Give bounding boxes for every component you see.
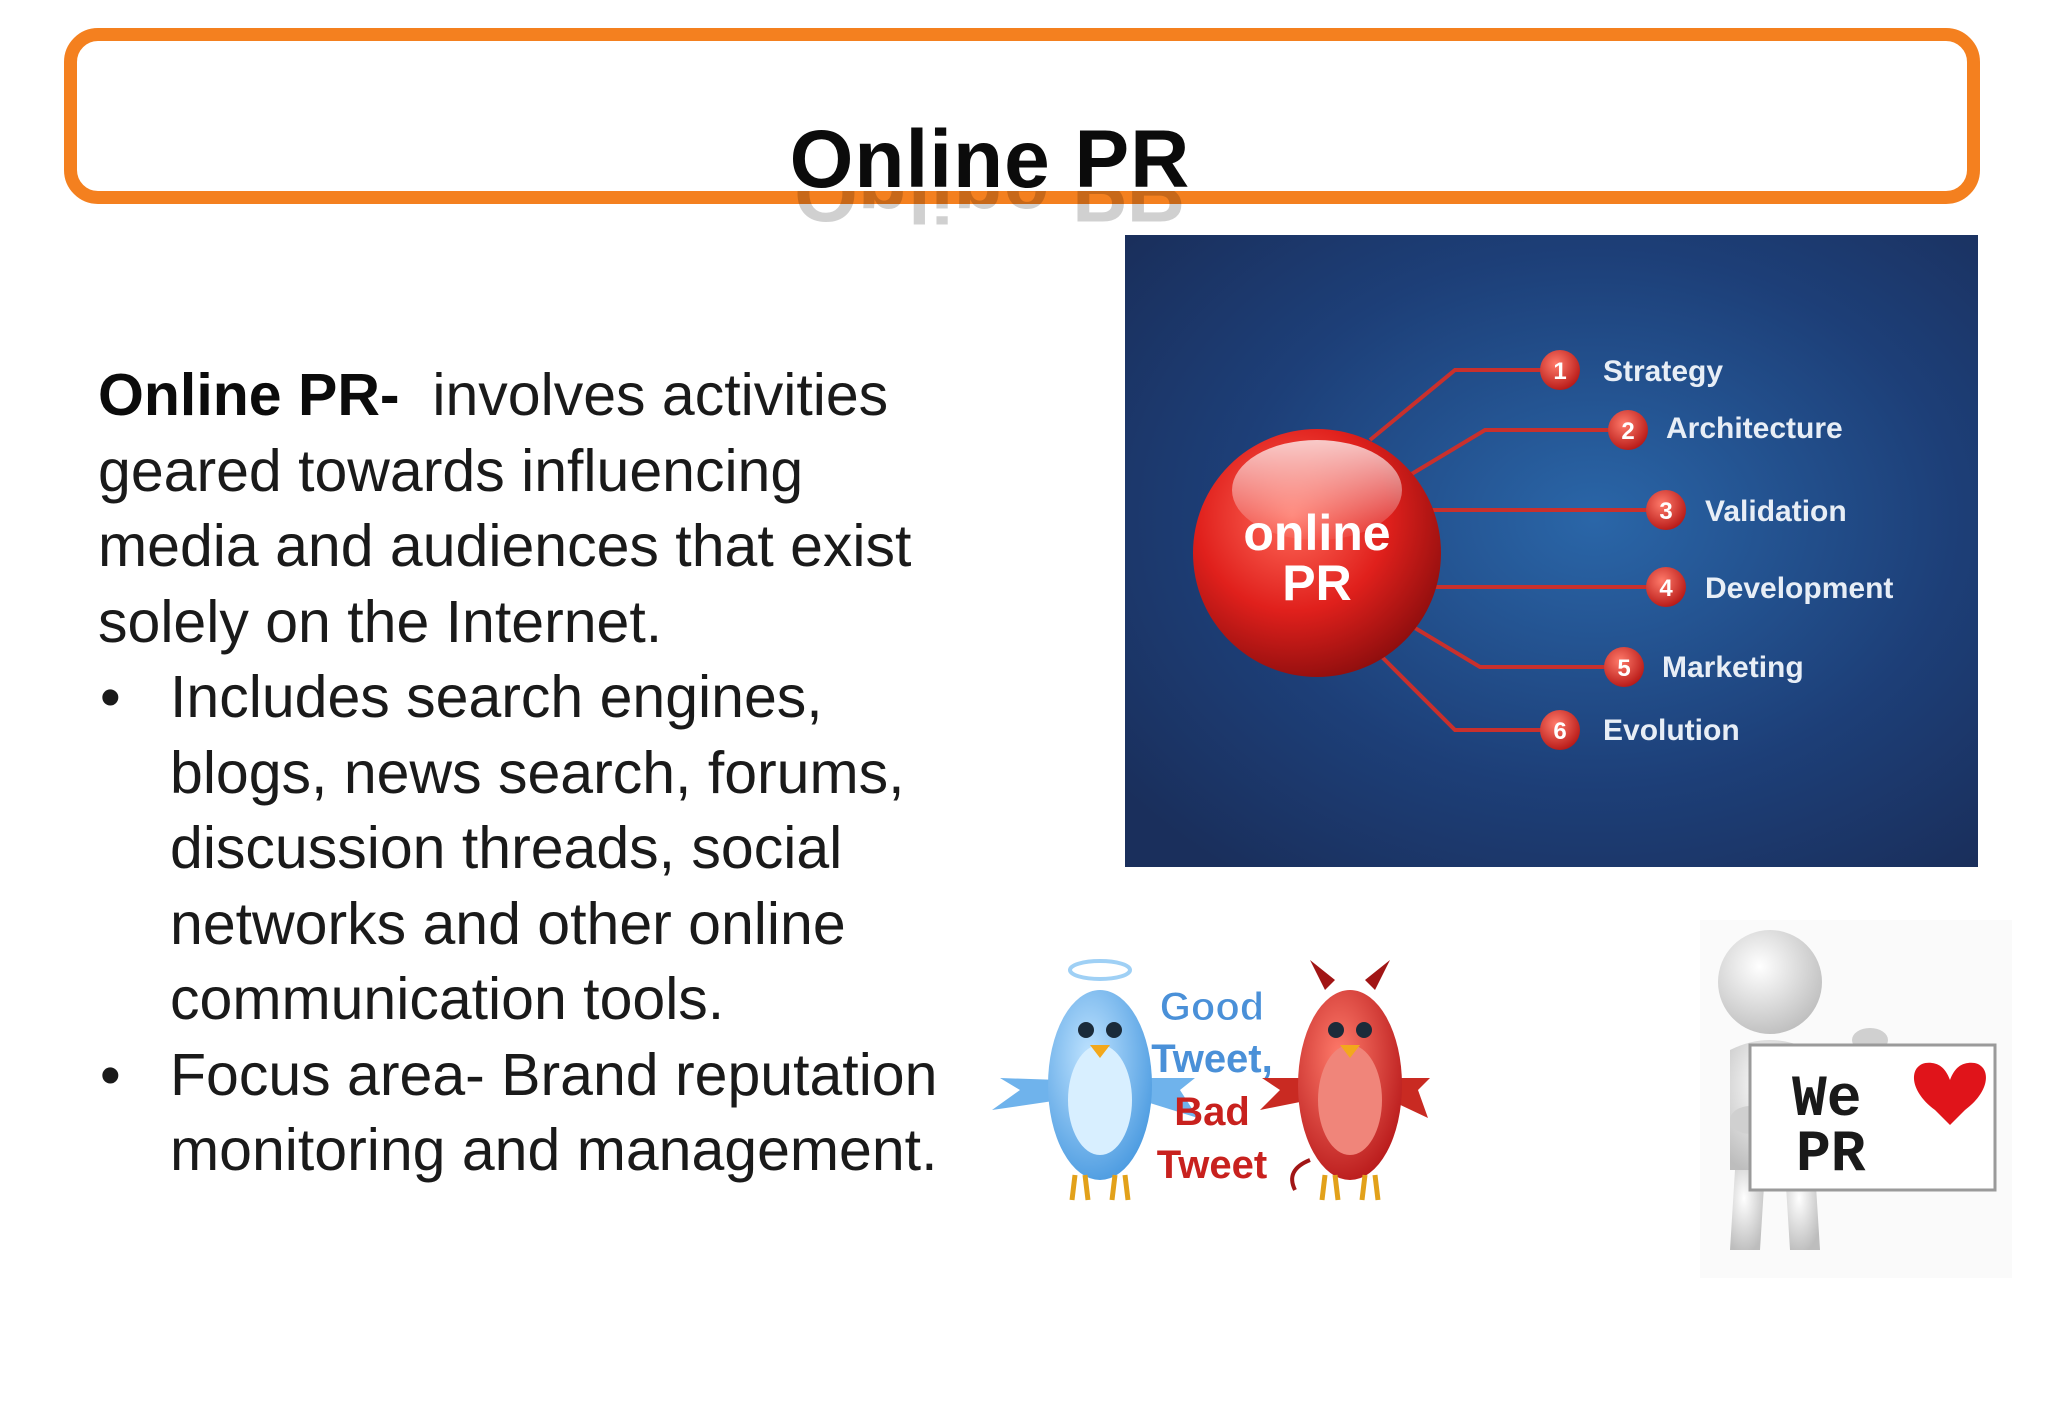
bullet-text: Focus area- Brand reputation monitoring …: [170, 1041, 938, 1184]
step-number-badge: [1540, 710, 1580, 750]
sign-pr: PR: [1796, 1123, 1866, 1188]
step-number-badge: [1608, 410, 1648, 450]
intro-text: involves activities geared towards influ…: [98, 362, 912, 655]
we-love-pr-illustration: We PR: [1700, 920, 2012, 1278]
we-love-pr-sign: We PR: [1748, 1043, 1997, 1192]
step-number-badge: [1604, 647, 1644, 687]
step-architecture: 2 Architecture: [1608, 410, 1843, 450]
step-number: 5: [1617, 655, 1630, 682]
good-bad-tweet-illustration: Good Tweet, Bad Tweet: [992, 959, 1430, 1201]
step-validation: 3 Validation: [1646, 490, 1847, 530]
sign-we: We: [1792, 1068, 1862, 1133]
center-label-1: online: [1243, 505, 1390, 561]
bullet-list: • Includes search engines, blogs, news se…: [98, 660, 958, 1189]
center-label-2: PR: [1282, 555, 1351, 611]
step-marketing: 5 Marketing: [1604, 647, 1804, 687]
good-bad-tweet-text: Good Tweet, Bad Tweet: [1151, 985, 1273, 1188]
connector-lines: [1368, 368, 1673, 732]
bullet-text: Includes search engines, blogs, news sea…: [170, 664, 905, 1032]
step-label: Evolution: [1603, 714, 1740, 747]
step-label: Marketing: [1662, 651, 1804, 684]
step-label: Development: [1705, 572, 1893, 605]
center-ball-shine: [1232, 440, 1402, 540]
step-strategy: 1 Strategy: [1540, 350, 1723, 390]
step-label: Validation: [1705, 495, 1847, 528]
slide-title: Online PR: [789, 114, 1191, 205]
intro-term: Online PR-: [98, 362, 400, 428]
step-number-badge: [1540, 350, 1580, 390]
step-number: 2: [1621, 418, 1634, 445]
halo-icon: [1068, 959, 1132, 981]
bullet-item: • Focus area- Brand reputation monitoring…: [98, 1038, 958, 1189]
tweet-word-bad: Tweet: [1157, 1143, 1267, 1187]
step-number-badge: [1646, 567, 1686, 607]
step-number: 1: [1553, 358, 1566, 385]
bad-word: Bad: [1174, 1090, 1250, 1134]
title-reflection: Online PR: [77, 191, 1903, 233]
step-number: 6: [1553, 718, 1566, 745]
angel-bird-icon: [992, 959, 1198, 1201]
step-number-badge: [1646, 490, 1686, 530]
step-development: 4 Development: [1646, 567, 1893, 607]
step-number: 3: [1659, 498, 1672, 525]
bullet-item: • Includes search engines, blogs, news se…: [98, 660, 958, 1038]
title-box: Online PR Online PR: [64, 28, 1980, 233]
heart-icon: [1913, 1062, 1987, 1125]
bullet-dot-icon: •: [100, 664, 121, 730]
tweet-word-good: Tweet,: [1151, 1037, 1273, 1081]
step-label: Strategy: [1603, 355, 1723, 388]
bullet-dot-icon: •: [100, 1041, 121, 1108]
step-label: Architecture: [1666, 412, 1843, 445]
intro-paragraph: Online PR- involves activities geared to…: [98, 358, 958, 660]
slide-body: Online PR- involves activities geared to…: [98, 358, 958, 1189]
step-evolution: 6 Evolution: [1540, 710, 1740, 750]
online-pr-diagram: online PR 1 Strategy 2 Architecture 3 Va…: [1125, 235, 1978, 867]
step-number: 4: [1659, 575, 1673, 602]
good-word: Good: [1160, 985, 1264, 1029]
devil-bird-icon: [1260, 960, 1430, 1201]
